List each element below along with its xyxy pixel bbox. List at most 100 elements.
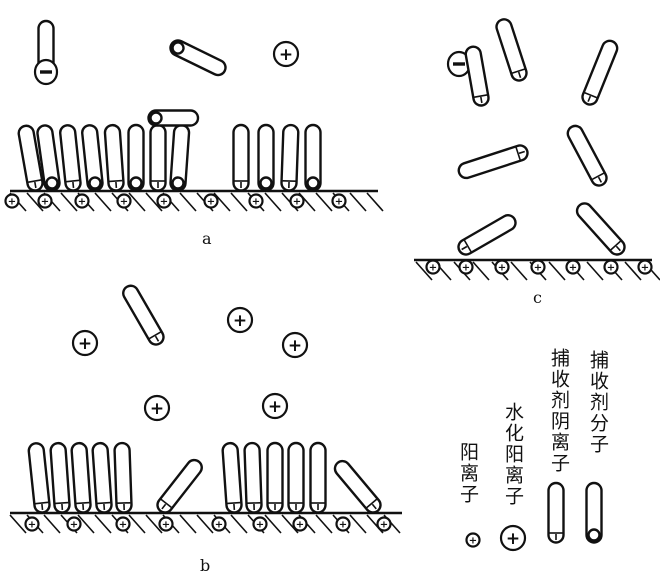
collector-anion-icon [495,17,529,82]
collector-anion-icon [465,45,490,106]
svg-text:+: + [215,520,223,531]
cation-icon: + [427,261,440,274]
collector-molecule-icon [306,125,321,191]
collector-anion-icon [104,125,124,191]
cation-icon: + [213,518,226,531]
cation-icon: + [205,195,218,208]
collector-anion-icon [59,125,81,192]
hatch-line [180,193,196,211]
panel-b-adsorbed-collectors [28,443,384,516]
legend-collector-anion-label: 捕收剂阴离子 [546,348,573,474]
collector-anion-icon [50,443,70,513]
collector-molecule-icon [81,125,103,192]
svg-text:+: + [233,311,247,331]
svg-text:+: + [429,263,437,274]
hatch-line [549,262,565,280]
hydrated-cation-icon: + [283,333,307,357]
panel-b-free-species: +++++ [73,283,307,420]
hatch-line [129,515,145,533]
panel-b-surface-cations: +++++++++ [26,518,391,531]
cation-icon: + [337,518,350,531]
cation-icon: + [532,261,545,274]
hatch-line [367,193,383,211]
svg-text:+: + [506,529,520,549]
cation-icon: + [460,261,473,274]
panel-a-surface: +++++++++ [6,191,384,211]
cation-icon: + [6,195,19,208]
cation-icon: + [39,195,52,208]
svg-text:+: + [41,197,49,208]
cation-icon: + [333,195,346,208]
hatch-line [10,515,26,533]
hydrated-cation-icon: + [501,526,525,550]
svg-text:+: + [607,263,615,274]
cation-icon: + [117,518,130,531]
legend-hydrated-cation-label: 水化阳离子 [500,402,527,507]
cation-icon: + [158,195,171,208]
collector-molecule-icon [587,483,602,543]
panel-b: +++++++++ +++++ b [10,283,402,573]
svg-text:+: + [641,263,649,274]
svg-text:+: + [498,263,506,274]
hatch-line [44,515,60,533]
svg-text:+: + [256,520,264,531]
collector-anion-icon [549,483,564,543]
svg-text:+: + [268,397,282,417]
cation-icon: + [291,195,304,208]
collector-anion-icon [268,443,283,513]
hatch-line [180,515,196,533]
cation-icon: + [639,261,652,274]
collector-anion-icon [580,39,619,107]
svg-text:+: + [335,197,343,208]
panel-a-hatching [10,193,383,211]
collector-anion-icon [244,443,261,513]
collector-molecule-icon [170,125,190,191]
legend-symbols: ++ [467,483,602,550]
panel-c-label: c [533,288,542,307]
hydrated-cation-icon: + [228,308,252,332]
cation-icon: + [160,518,173,531]
cation-icon: + [76,195,89,208]
svg-text:+: + [534,263,542,274]
collector-molecule-icon [168,38,228,78]
svg-text:+: + [296,520,304,531]
svg-text:+: + [70,520,78,531]
panel-c-free-species [448,17,619,188]
collector-anion-icon [457,144,530,180]
collector-anion-icon [71,443,91,513]
collector-anion-icon [574,200,628,257]
panel-a-adsorbed-collectors [18,125,321,192]
svg-text:+: + [119,520,127,531]
collector-anion-icon [565,123,609,188]
collector-anion-icon [281,125,298,191]
svg-text:+: + [150,399,164,419]
hatch-line [95,193,111,211]
svg-text:+: + [160,197,168,208]
svg-text:+: + [293,197,301,208]
panel-c-surface-cations: + + + + + + + [427,261,652,274]
hatch-line [231,515,247,533]
hatch-line [511,262,527,280]
svg-text:+: + [279,45,293,65]
panel-b-label: b [200,556,210,573]
hydrated-cation-icon: + [263,394,287,418]
cation-icon: + [294,518,307,531]
cation-icon: + [567,261,580,274]
anion-icon [35,60,57,84]
hatch-line [197,515,213,533]
collector-anion-icon [456,213,518,258]
panel-c-adsorbed-collectors [456,200,628,257]
collector-molecule-icon [129,125,144,191]
cation-icon: + [467,534,480,547]
svg-text:+: + [78,197,86,208]
collector-anion-icon [151,125,166,191]
hatch-line [231,193,247,211]
svg-text:+: + [469,536,477,547]
cation-icon: + [605,261,618,274]
cation-icon: + [378,518,391,531]
svg-text:+: + [339,520,347,531]
collector-anion-icon [222,443,242,513]
cation-icon: + [68,518,81,531]
legend-cation-label: 阳离子 [455,442,482,505]
collector-anion-icon [92,443,112,513]
